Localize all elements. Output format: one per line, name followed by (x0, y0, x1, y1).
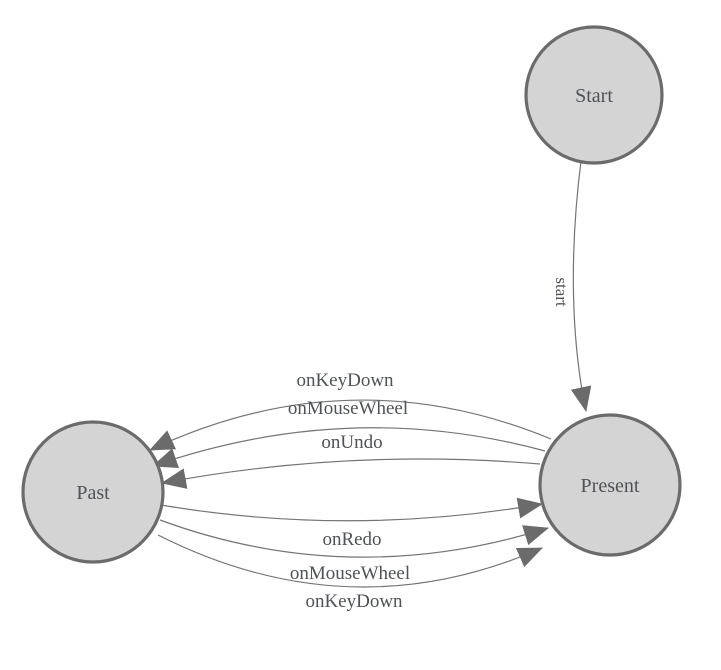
edge-label-onmousewheel-bottom: onMouseWheel (290, 563, 410, 584)
edge-past-to-present-onmousewheel (159, 519, 549, 558)
edge-label-onmousewheel-top: onMouseWheel (288, 398, 408, 419)
edge-label-onundo: onUndo (321, 432, 382, 453)
edges-layer (149, 160, 592, 588)
edge-label-onkeydown-top: onKeyDown (296, 370, 394, 391)
edge-past-to-present-onredo (160, 497, 544, 522)
node-past-circle[interactable] (21, 420, 165, 564)
node-past[interactable]: Past (21, 420, 165, 564)
node-start-circle[interactable] (524, 25, 664, 165)
edge-labels-layer: start onKeyDown onMouseWheel onUndo onRe… (288, 277, 571, 612)
edge-past-to-present-onkeydown (157, 534, 543, 588)
edge-present-to-past-onundo (160, 458, 541, 489)
node-present-circle[interactable] (538, 413, 682, 557)
nodes-layer: Start Present Past (21, 25, 682, 564)
node-start[interactable]: Start (524, 25, 664, 165)
edge-label-onredo: onRedo (322, 529, 381, 550)
edge-present-to-past-onmousewheel (152, 427, 546, 469)
edge-start-to-present (570, 160, 592, 413)
node-present[interactable]: Present (538, 413, 682, 557)
edge-label-onkeydown-bottom: onKeyDown (305, 591, 403, 612)
edge-label-start: start (552, 277, 571, 307)
edge-present-to-past-onkeydown (149, 399, 552, 451)
